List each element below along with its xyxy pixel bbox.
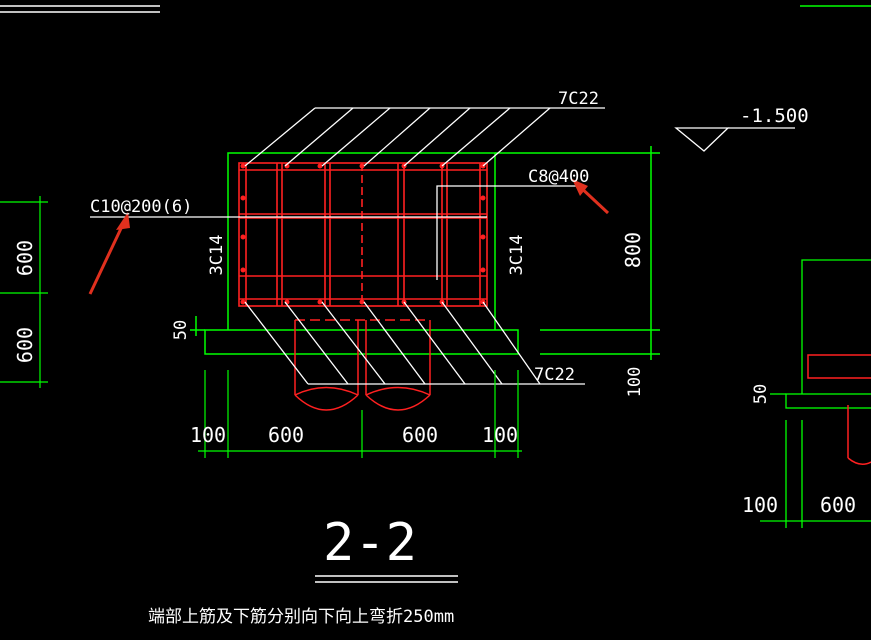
bottom-dim-1: 100 — [190, 423, 226, 447]
annotation-arrows — [88, 179, 610, 295]
section-title: 2-2 — [323, 513, 417, 573]
top-bars-label: 7C22 — [558, 89, 599, 109]
bottom-dim-2: 600 — [268, 423, 304, 447]
frame-lines — [0, 5, 871, 13]
left-dimension: 600 600 — [0, 196, 48, 388]
left-dim-upper: 600 — [13, 240, 37, 276]
section-note: 端部上筋及下筋分别向下向上弯折250mm — [148, 607, 454, 627]
pile-cap-outline — [190, 146, 660, 360]
right-bottom-dim-2: 600 — [820, 493, 856, 517]
bottom-dim-4: 100 — [482, 423, 518, 447]
side-bars-left-label: 3C14 — [207, 235, 227, 276]
elevation-mark — [674, 127, 795, 152]
title-underline — [315, 575, 458, 583]
cap-depth-dim: 800 — [621, 232, 645, 268]
side-bars-right-label: 3C14 — [507, 235, 527, 276]
stirrup-label: C10@200(6) — [90, 197, 192, 217]
piles — [294, 319, 431, 411]
right-cover-dim: 50 — [751, 384, 771, 404]
cushion-dim: 100 — [625, 367, 645, 398]
right-bottom-dim-1: 100 — [742, 493, 778, 517]
elevation-label: -1.500 — [740, 105, 809, 127]
rebar-cage — [238, 162, 488, 307]
bottom-dimension — [198, 370, 522, 458]
bottom-bars-label: 7C22 — [534, 365, 575, 385]
cover-dim: 50 — [171, 320, 191, 340]
tie-label: C8@400 — [528, 167, 589, 187]
right-partial-drawing: 50 100 600 — [742, 259, 871, 528]
bottom-dim-3: 600 — [402, 423, 438, 447]
leader-lines — [90, 107, 605, 385]
left-dim-lower: 600 — [13, 327, 37, 363]
